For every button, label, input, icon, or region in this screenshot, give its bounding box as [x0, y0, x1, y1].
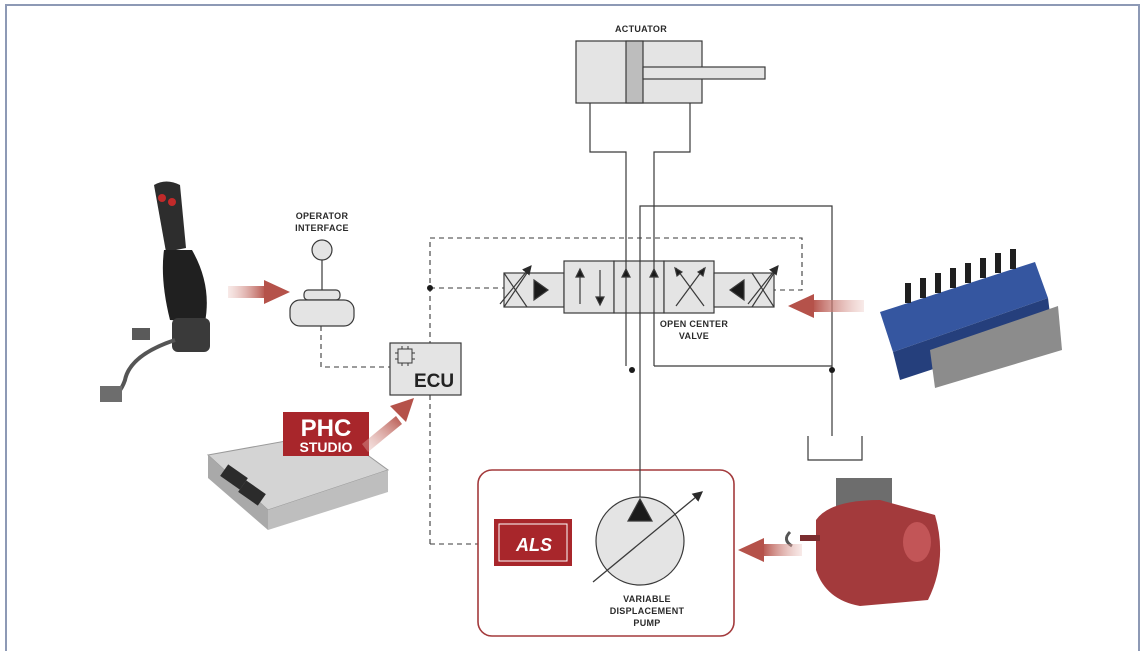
operator-interface-label-line-1: OPERATOR	[296, 211, 349, 221]
pump-label-line-1: VARIABLE	[623, 594, 671, 604]
valve-label-line-1: OPEN CENTER	[660, 319, 729, 329]
studio-logo-text: STUDIO	[300, 439, 353, 455]
pump-label-line-2: DISPLACEMENT	[610, 606, 685, 616]
pump-label-line-3: PUMP	[633, 618, 660, 628]
valve-label-line-2: VALVE	[679, 331, 709, 341]
phc-studio-logo: PHC STUDIO	[283, 412, 369, 456]
phc-logo-text: PHC	[301, 415, 352, 442]
operator-interface-label-line-2: INTERFACE	[295, 223, 349, 233]
als-logo: ALS	[494, 519, 572, 566]
actuator-label: ACTUATOR	[615, 24, 667, 34]
ecu-label: ECU	[414, 371, 454, 392]
als-logo-text: ALS	[515, 535, 552, 555]
